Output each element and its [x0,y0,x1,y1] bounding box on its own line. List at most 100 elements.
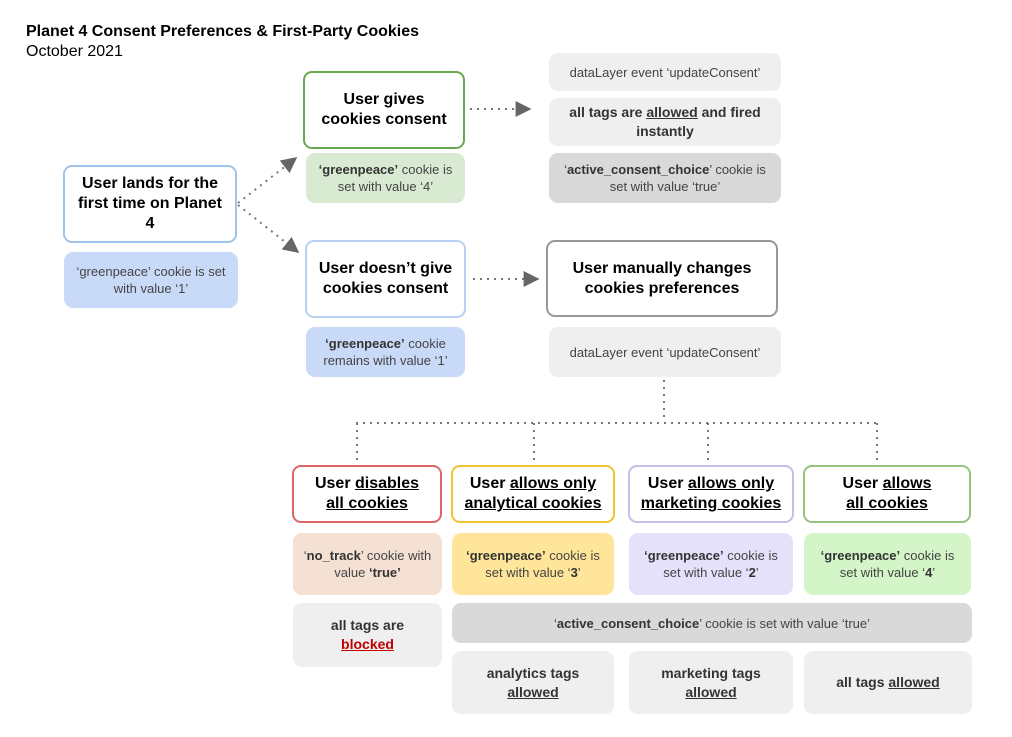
cookie-mid: cookie is set with value ‘ [663,548,778,580]
info-gives-event: dataLayer event ‘updateConsent’ [549,53,781,91]
info-landing-cookie-text: ‘greenpeace’ cookie is set with value ‘1… [76,264,226,296]
tags-em: allowed [646,104,698,120]
result-em: allowed [888,674,940,690]
label-em1: allows [882,475,932,492]
info-shared-choice-cookie-text: ‘active_consent_choice’ cookie is set wi… [554,615,870,632]
choice-rest: ’ cookie is set with value ‘true’ [699,615,870,631]
node-user-gives-consent: User gives cookies consent [303,71,465,149]
label-pre: User [314,475,355,492]
info-analytical-cookie: ‘greenpeace’ cookie is set with value ‘3… [452,533,614,595]
tags-post: and fired instantly [636,104,761,139]
label-em2: all cookies [846,495,928,512]
choice-rest: ’ cookie is set with value ‘true’ [609,162,766,194]
choice-name: active_consent_choice [556,615,700,631]
cookie-end: ’ [755,565,759,580]
label-em1: allows only [509,475,597,492]
info-marketing-tags-allowed: marketing tags allowed [629,651,793,714]
label-em1: disables [355,475,420,492]
node-user-lands: User lands for the first time on Planet … [63,165,237,243]
blocked-em: blocked [341,636,394,652]
info-analytics-tags-allowed-text: analytics tags allowed [487,664,580,702]
info-all-cookie-text: ‘greenpeace’ cookie is set with value ‘4… [812,547,963,581]
cookie-name: ‘greenpeace’ [644,548,724,563]
info-not-gives-cookie-text: ‘greenpeace’ cookie remains with value ‘… [314,335,457,369]
page-date: October 2021 [26,43,123,60]
cookie-val: 4 [925,565,933,580]
info-all-tags-blocked-text: all tags are blocked [331,616,404,654]
info-not-gives-cookie: ‘greenpeace’ cookie remains with value ‘… [306,327,465,377]
info-analytical-cookie-text: ‘greenpeace’ cookie is set with value ‘3… [460,547,606,581]
label-pre: User [469,475,510,492]
page-title: Planet 4 Consent Preferences & First-Par… [26,23,420,40]
info-manual-event: dataLayer event ‘updateConsent’ [549,327,781,377]
cookie-name: ‘greenpeace’ [466,548,546,563]
label-em2: analytical cookies [464,495,602,512]
info-marketing-cookie-text: ‘greenpeace’ cookie is set with value ‘2… [637,547,785,581]
result-pre: all tags [836,674,889,690]
cookie-mid: cookie is set with value ‘ [839,548,955,580]
cookie-rest: cookie remains with value ‘1’ [323,336,448,368]
node-user-allows-analytical: User allows only analytical cookies [451,465,615,523]
info-landing-cookie: ‘greenpeace’ cookie is set with value ‘1… [64,252,238,308]
info-all-cookie: ‘greenpeace’ cookie is set with value ‘4… [804,533,971,595]
cookie-val: ‘true’ [368,565,401,580]
cookie-rest: cookie is set with value ‘4’ [337,162,453,194]
node-user-disables-all: User disables all cookies [292,465,442,523]
cookie-val: 3 [570,565,578,580]
result-pre: marketing tags [661,664,761,681]
node-user-allows-marketing: User allows only marketing cookies [628,465,794,523]
arrow-landing-to-gives [237,157,298,204]
cookie-name: ‘greenpeace’ [318,162,399,177]
info-all-tags-allowed: all tags are allowed and fired instantly [549,98,781,146]
tags-pre: all tags are [569,104,647,120]
node-user-allows-analytical-label: User allows only analytical cookies [465,474,602,514]
node-user-disables-all-label: User disables all cookies [315,474,419,514]
node-user-allows-marketing-label: User allows only marketing cookies [641,474,782,514]
info-marketing-tags-allowed-text: marketing tags allowed [661,664,761,702]
blocked-pre: all tags are [330,617,405,633]
label-em2: marketing cookies [640,495,782,512]
info-gives-choice-cookie: ‘active_consent_choice’ cookie is set wi… [549,153,781,203]
node-user-manual-change-label: User manually changes cookies preference… [572,259,752,297]
result-em: allowed [507,683,559,700]
node-user-allows-all: User allows all cookies [803,465,971,523]
node-user-manual-change: User manually changes cookies preference… [546,240,778,317]
cookie-val: 2 [748,565,756,580]
node-user-lands-label: User lands for the first time on Planet … [77,175,223,232]
label-pre: User [842,475,883,492]
info-marketing-cookie: ‘greenpeace’ cookie is set with value ‘2… [629,533,793,595]
choice-name: active_consent_choice [566,162,710,177]
info-gives-choice-cookie-text: ‘active_consent_choice’ cookie is set wi… [564,162,766,194]
info-disable-cookie-text: ‘no_track’ cookie with value ‘true’ [303,548,432,580]
info-disable-cookie: ‘no_track’ cookie with value ‘true’ [293,533,442,595]
cookie-name: ‘greenpeace’ [325,336,405,351]
choice-pre: ‘ [553,615,557,631]
info-gives-cookie: ‘greenpeace’ cookie is set with value ‘4… [306,153,465,203]
cookie-end: ’ [932,565,936,580]
node-user-allows-all-label: User allows all cookies [843,474,932,514]
info-all-tags-allowed-final-text: all tags allowed [836,673,940,692]
label-em1: allows only [687,475,775,492]
node-user-not-gives-consent-label: User doesn’t give cookies consent [318,260,453,297]
label-pre: User [647,475,688,492]
info-all-tags-allowed-final: all tags allowed [804,651,972,714]
cookie-name: ‘greenpeace’ [820,548,901,563]
info-shared-choice-cookie: ‘active_consent_choice’ cookie is set wi… [452,603,972,643]
result-em: allowed [685,683,737,700]
cookie-end: ’ [577,565,581,580]
info-analytics-tags-allowed: analytics tags allowed [452,651,614,714]
node-user-gives-consent-label: User gives cookies consent [321,91,447,128]
node-user-not-gives-consent: User doesn’t give cookies consent [305,240,466,318]
info-gives-event-text: dataLayer event ‘updateConsent’ [569,64,761,80]
cookie-name: no_track [306,548,361,563]
info-gives-cookie-text: ‘greenpeace’ cookie is set with value ‘4… [314,161,457,195]
result-pre: analytics tags [486,664,580,681]
label-em2: all cookies [326,495,408,512]
cookie-mid: ’ cookie with value [334,548,432,580]
info-all-tags-allowed-text: all tags are allowed and fired instantly [557,103,773,141]
info-all-tags-blocked: all tags are blocked [293,603,442,667]
cookie-mid: cookie is set with value ‘ [485,548,600,580]
arrow-landing-to-not-gives [237,204,300,253]
info-manual-event-text: dataLayer event ‘updateConsent’ [569,344,761,360]
